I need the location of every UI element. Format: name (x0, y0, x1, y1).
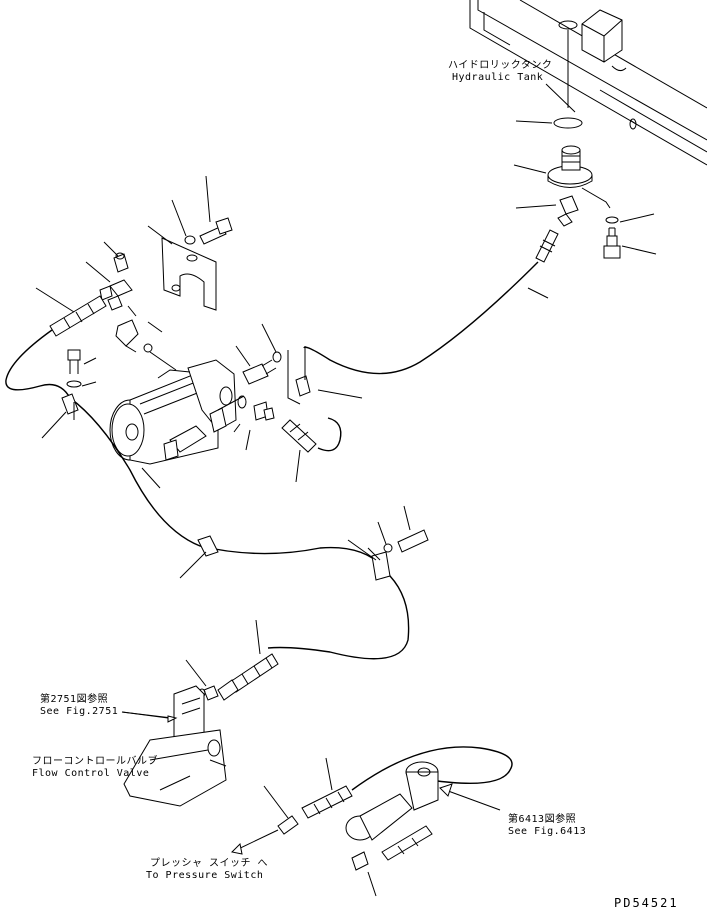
fig6413-label-jp: 第6413図参照 (508, 814, 577, 825)
suction-hose (303, 261, 539, 375)
washer (605, 216, 619, 224)
clamp (287, 346, 311, 405)
bolt-5 (397, 529, 429, 553)
clamp-2 (61, 393, 79, 415)
hose-end-4 (381, 825, 433, 861)
fcv-label-jp: フローコントロールバルブ (32, 756, 158, 767)
hose-end-lower (229, 653, 279, 693)
hose-end-3 (301, 785, 353, 819)
fig6413-label-en: See Fig.6413 (508, 826, 587, 837)
bolt (603, 227, 621, 259)
drawing-code: PD54521 (614, 896, 679, 910)
clamp-4 (371, 551, 391, 581)
bolt-4 (67, 349, 81, 361)
hose-fitting-2 (281, 419, 317, 453)
elbow-fitting (557, 195, 579, 227)
pressure-switch-label-jp: プレッシャ スイッチ へ (150, 858, 269, 869)
pressure-switch-label-en: To Pressure Switch (146, 870, 264, 881)
pump (109, 359, 237, 465)
fitting-assembly (345, 761, 439, 841)
fig2751-label-jp: 第2751図参照 (40, 694, 109, 705)
tank-label-en: Hydraulic Tank (452, 72, 544, 83)
o-ring (553, 117, 583, 129)
strainer (547, 145, 593, 188)
clamp-3 (197, 535, 219, 557)
hydraulic-tank (469, 0, 707, 166)
tee-fitting (99, 279, 133, 311)
flow-control-valve (123, 685, 227, 807)
hose-fitting (535, 229, 559, 263)
adapter (277, 815, 299, 835)
bracket (161, 237, 217, 311)
fig2751-label-en: See Fig.2751 (40, 706, 119, 717)
fcv-label-en: Flow Control Valve (32, 768, 150, 779)
elbow-2 (115, 319, 139, 347)
tank-label-jp: ハイドロリックタンク (448, 60, 553, 71)
bolt-2 (242, 363, 269, 385)
